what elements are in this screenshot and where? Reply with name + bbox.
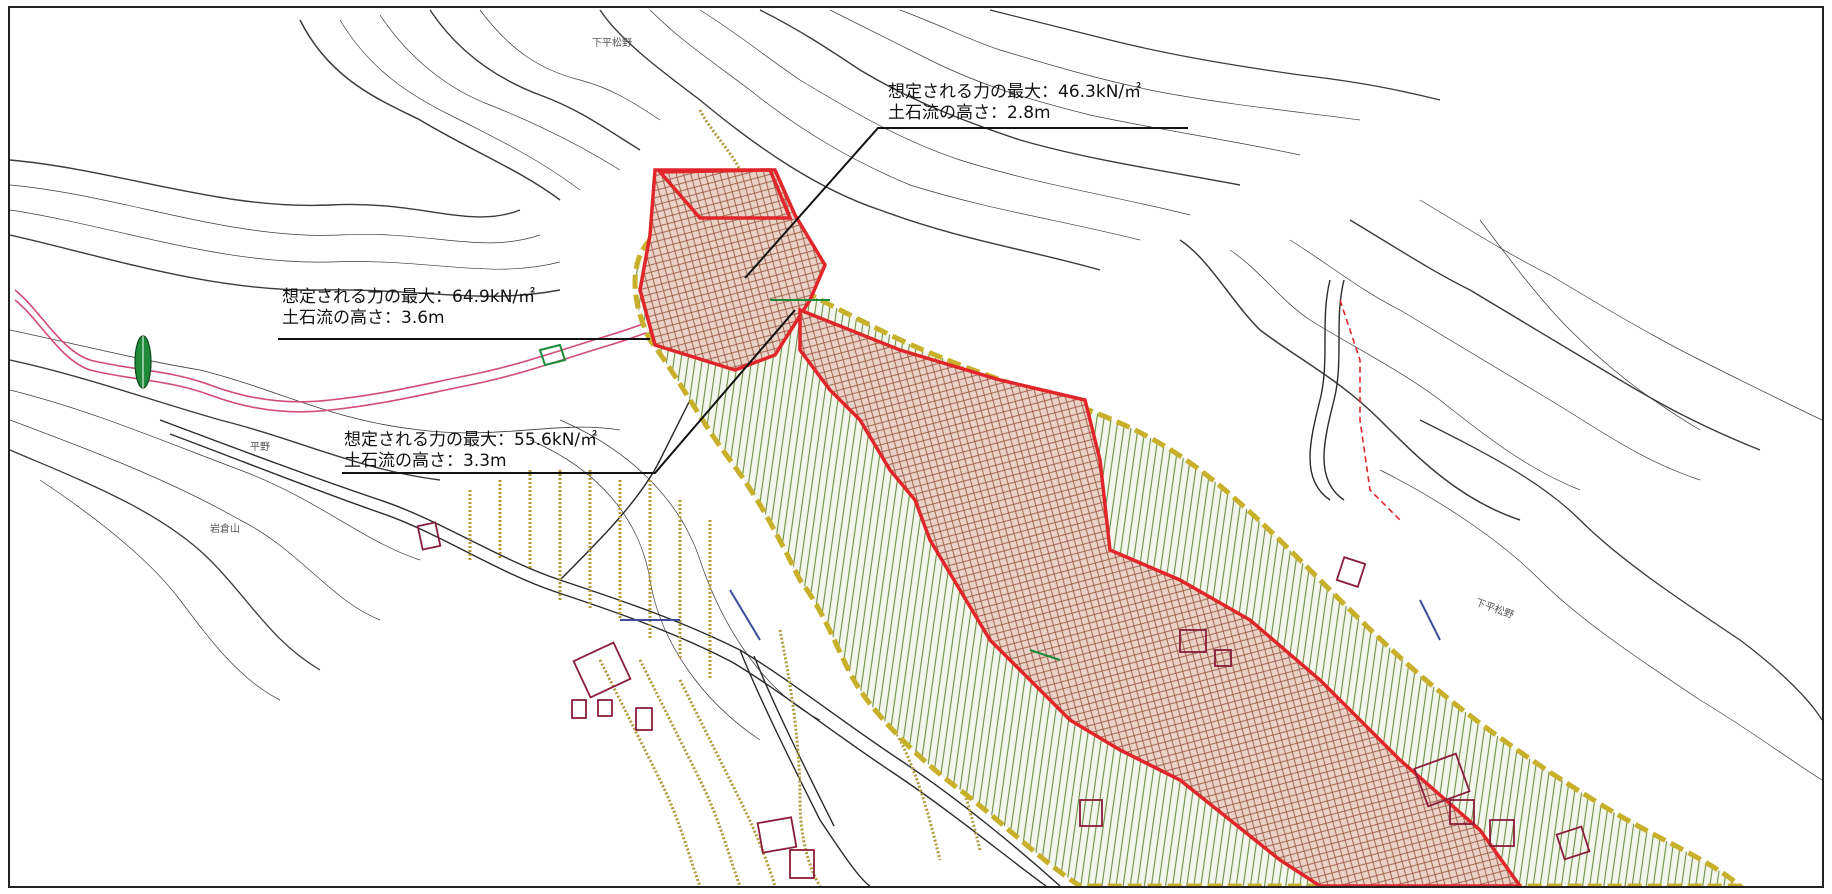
callout-leaders xyxy=(278,127,1188,474)
callout-c-force: 想定される力の最大：55.6kN/㎡ xyxy=(344,430,598,450)
callout-c: 想定される力の最大：55.6kN/㎡ 土石流の高さ：3.3m xyxy=(344,430,597,472)
place-label-left-low: 岩倉山 xyxy=(210,524,240,535)
buildings xyxy=(416,521,1591,879)
boundary-dashed-red xyxy=(1339,299,1401,521)
callout-a-height: 土石流の高さ：2.8m xyxy=(888,103,1051,123)
callout-c-height: 土石流の高さ：3.3m xyxy=(344,451,507,471)
callout-b: 想定される力の最大：64.9kN/㎡ 土石流の高さ：3.6m xyxy=(282,287,535,329)
place-label-left-mid: 平野 xyxy=(250,442,270,453)
roads xyxy=(159,279,1345,886)
callout-b-force: 想定される力の最大：64.9kN/㎡ xyxy=(282,287,536,307)
callout-a: 想定される力の最大：46.3kN/㎡ 土石流の高さ：2.8m xyxy=(888,82,1141,124)
leader-a xyxy=(744,127,1188,279)
special-zone-main xyxy=(798,307,1523,886)
special-zone-upper xyxy=(638,168,827,372)
check-dams xyxy=(538,299,1061,661)
leader-c xyxy=(342,309,796,474)
place-label-top: 下平松野 xyxy=(592,38,632,49)
contour-lines xyxy=(10,9,1822,886)
callout-b-height: 土石流の高さ：3.6m xyxy=(282,308,445,328)
callout-a-force: 想定される力の最大：46.3kN/㎡ xyxy=(888,82,1142,102)
unmapped-area-left xyxy=(10,600,400,886)
special-zone-top xyxy=(656,168,793,220)
